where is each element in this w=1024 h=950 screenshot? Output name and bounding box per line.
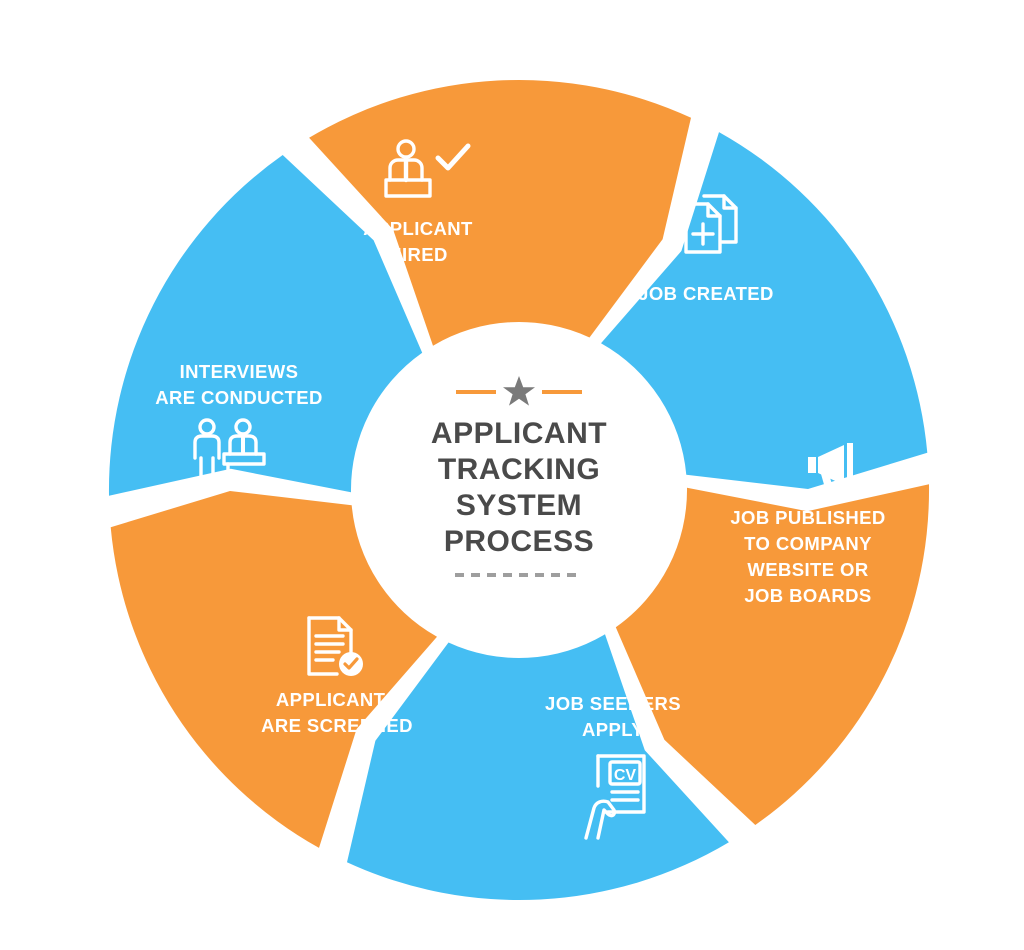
segment-job-created [601,132,928,489]
segment-job-seekers-apply [347,634,729,901]
step-job-seekers-apply-label: JOB SEEKERS APPLY [545,693,681,740]
star-icon [503,376,535,406]
segment-interviews-conducted [108,155,423,496]
megaphone-icon [806,442,862,490]
segment-job-published [615,484,930,825]
interview-people-icon [190,418,270,494]
divider-line-right [542,390,582,394]
diagram-title: APPLICANT TRACKING SYSTEM PROCESS [431,416,607,560]
star-divider [456,376,582,406]
segment-applicants-screened [110,491,437,848]
dotted-divider [455,573,576,577]
step-job-created-label: JOB CREATED [638,283,774,304]
segment-applicant-hired [309,79,691,346]
step-interviews-conducted-label: INTERVIEWS ARE CONDUCTED [155,361,323,408]
document-check-icon [303,614,369,680]
cv-hand-icon: CV [582,752,654,842]
cv-text: CV [614,767,637,784]
step-job-published-label: JOB PUBLISHED TO COMPANY WEBSITE OR JOB … [730,507,886,606]
title-line: TRACKING [437,453,601,486]
divider-line-left [456,390,496,394]
step-applicants-screened-label: APPLICANTS ARE SCREENED [261,689,413,736]
hired-person-check-icon [382,138,474,200]
title-line: PROCESS [443,525,595,558]
title-line: SYSTEM [455,489,583,522]
title-line: APPLICANT [430,417,608,450]
step-applicant-hired-label: APPLICANT HIRED [363,218,473,265]
document-add-icon [678,190,744,256]
